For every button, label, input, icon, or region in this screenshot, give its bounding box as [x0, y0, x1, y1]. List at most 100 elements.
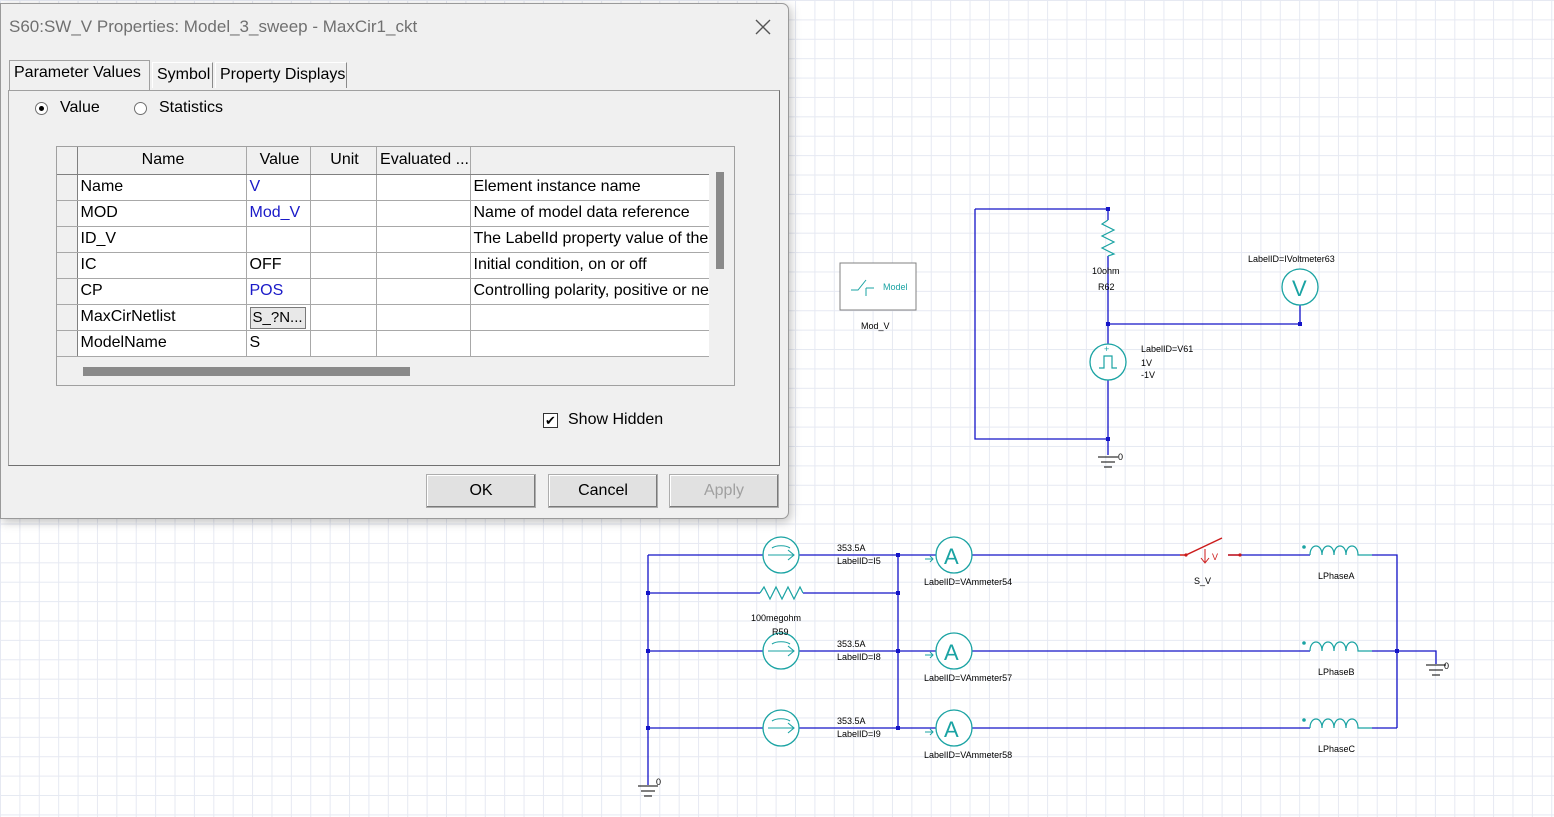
param-name-cell[interactable]: CP: [77, 278, 247, 305]
param-unit-cell[interactable]: [310, 174, 377, 201]
ammeter-58[interactable]: A LabelID=VAmmeter58: [924, 709, 1012, 760]
row-selector[interactable]: [57, 278, 78, 305]
param-description-cell[interactable]: Name of model data reference: [470, 200, 719, 227]
netlist-edit-button[interactable]: S_?N...: [249, 306, 306, 329]
switch-s-v[interactable]: V S_V: [1180, 537, 1242, 586]
horizontal-scrollbar[interactable]: [77, 360, 707, 376]
ammeter-54[interactable]: A LabelID=VAmmeter54: [924, 536, 1012, 587]
radio-value[interactable]: Value: [35, 99, 100, 117]
table-row[interactable]: Name V Element instance name: [57, 174, 719, 201]
row-selector[interactable]: [57, 330, 78, 357]
table-row[interactable]: ModelName S: [57, 330, 719, 357]
param-unit-cell[interactable]: [310, 330, 377, 357]
param-description-cell[interactable]: Controlling polarity, positive or neg: [470, 278, 719, 305]
param-value-cell[interactable]: V: [246, 174, 311, 201]
param-unit-cell[interactable]: [310, 278, 377, 305]
param-value-cell[interactable]: Mod_V: [246, 200, 311, 227]
param-evaluated-cell[interactable]: [376, 174, 471, 201]
param-value-cell[interactable]: S: [246, 330, 311, 357]
voltmeter-label: LabelID=IVoltmeter63: [1248, 254, 1335, 264]
param-description-cell[interactable]: [470, 304, 719, 331]
param-name-cell[interactable]: MOD: [77, 200, 247, 227]
param-name-cell[interactable]: MaxCirNetlist: [77, 304, 247, 331]
param-description-cell[interactable]: Element instance name: [470, 174, 719, 201]
table-row[interactable]: IC OFF Initial condition, on or off: [57, 252, 719, 279]
row-header-corner: [57, 147, 78, 175]
current-source-i5[interactable]: 353.5A LabelID=I5: [762, 536, 881, 574]
param-unit-cell[interactable]: [310, 252, 377, 279]
ammeter-symbol: A: [944, 717, 959, 742]
param-evaluated-cell[interactable]: [376, 226, 471, 253]
param-unit-cell[interactable]: [310, 200, 377, 227]
close-button[interactable]: [748, 12, 778, 42]
table-row[interactable]: ID_V The LabelId property value of the: [57, 226, 719, 253]
r59-value: 100megohm: [751, 613, 801, 623]
param-evaluated-cell[interactable]: [376, 252, 471, 279]
table-row[interactable]: CP POS Controlling polarity, positive or…: [57, 278, 719, 305]
current-source-i8[interactable]: 353.5A LabelID=I8: [762, 632, 881, 670]
show-hidden-checkbox[interactable]: ✔ Show Hidden: [543, 411, 663, 429]
voltmeter[interactable]: V LabelID=IVoltmeter63: [1248, 254, 1335, 306]
column-header-name[interactable]: Name: [77, 147, 247, 175]
vertical-scrollbar[interactable]: [709, 147, 726, 361]
tab-panel-parameter-values: Value Statistics Name Value Unit Evalu: [8, 90, 780, 466]
param-description-cell[interactable]: Initial condition, on or off: [470, 252, 719, 279]
inductor-label: LPhaseC: [1318, 744, 1356, 754]
ammeter-57[interactable]: A LabelID=VAmmeter57: [924, 632, 1012, 683]
param-evaluated-cell[interactable]: [376, 330, 471, 357]
param-evaluated-cell[interactable]: [376, 304, 471, 331]
param-evaluated-cell[interactable]: [376, 278, 471, 305]
param-value-cell[interactable]: [246, 226, 311, 253]
ground-label: 0: [1444, 661, 1449, 671]
horizontal-scroll-thumb[interactable]: [83, 367, 410, 376]
tab-property-displays[interactable]: Property Displays: [215, 62, 347, 88]
model-block[interactable]: Model Mod_V: [839, 262, 917, 331]
column-header-unit[interactable]: Unit: [310, 147, 377, 175]
row-selector[interactable]: [57, 304, 78, 331]
param-name-cell[interactable]: ModelName: [77, 330, 247, 357]
resistor-r62[interactable]: 10ohm R62: [1092, 219, 1120, 292]
cancel-button[interactable]: Cancel: [548, 474, 658, 508]
switch-ctrl: V: [1212, 552, 1218, 562]
title-bar[interactable]: S60:SW_V Properties: Model_3_sweep - Max…: [1, 4, 788, 48]
param-value-cell[interactable]: S_?N...: [246, 304, 311, 331]
column-header-description[interactable]: [470, 147, 719, 175]
radio-statistics[interactable]: Statistics: [134, 99, 223, 117]
param-evaluated-cell[interactable]: [376, 200, 471, 227]
param-unit-cell[interactable]: [310, 304, 377, 331]
checkbox-checked-icon: ✔: [543, 412, 558, 428]
row-selector[interactable]: [57, 200, 78, 227]
column-header-value[interactable]: Value: [246, 147, 311, 175]
row-selector[interactable]: [57, 252, 78, 279]
pulse-source-v61[interactable]: + LabelID=V61 1V -1V: [1089, 343, 1193, 381]
ok-button[interactable]: OK: [426, 474, 536, 508]
tab-parameter-values[interactable]: Parameter Values: [9, 60, 150, 90]
table-row[interactable]: MaxCirNetlist S_?N...: [57, 304, 719, 331]
apply-button[interactable]: Apply: [669, 474, 779, 508]
inductor-lphasec[interactable]: LPhaseC: [1302, 718, 1372, 754]
row-selector[interactable]: [57, 174, 78, 201]
param-name-cell[interactable]: Name: [77, 174, 247, 201]
radio-value-label: Value: [60, 99, 100, 116]
inductor-lphaseb[interactable]: LPhaseB: [1302, 641, 1372, 677]
vertical-scroll-thumb[interactable]: [716, 172, 724, 269]
param-unit-cell[interactable]: [310, 226, 377, 253]
column-header-evaluated[interactable]: Evaluated ...: [376, 147, 471, 175]
param-value-cell[interactable]: OFF: [246, 252, 311, 279]
param-name-cell[interactable]: IC: [77, 252, 247, 279]
resistor-r59[interactable]: 100megohm R59: [751, 585, 804, 637]
current-source-i9[interactable]: 353.5A LabelID=I9: [762, 709, 881, 747]
radio-checked-icon: [35, 101, 48, 115]
close-icon: [755, 19, 771, 35]
param-description-cell[interactable]: [470, 330, 719, 357]
param-description-cell[interactable]: The LabelId property value of the: [470, 226, 719, 253]
v61-high: 1V: [1141, 358, 1152, 368]
inductor-lphasea[interactable]: LPhaseA: [1302, 545, 1372, 581]
param-name-cell[interactable]: ID_V: [77, 226, 247, 253]
row-selector[interactable]: [57, 226, 78, 253]
wire: [1372, 554, 1398, 728]
tab-symbol[interactable]: Symbol: [152, 62, 213, 88]
param-value-cell[interactable]: POS: [246, 278, 311, 305]
table-row[interactable]: MOD Mod_V Name of model data reference: [57, 200, 719, 227]
